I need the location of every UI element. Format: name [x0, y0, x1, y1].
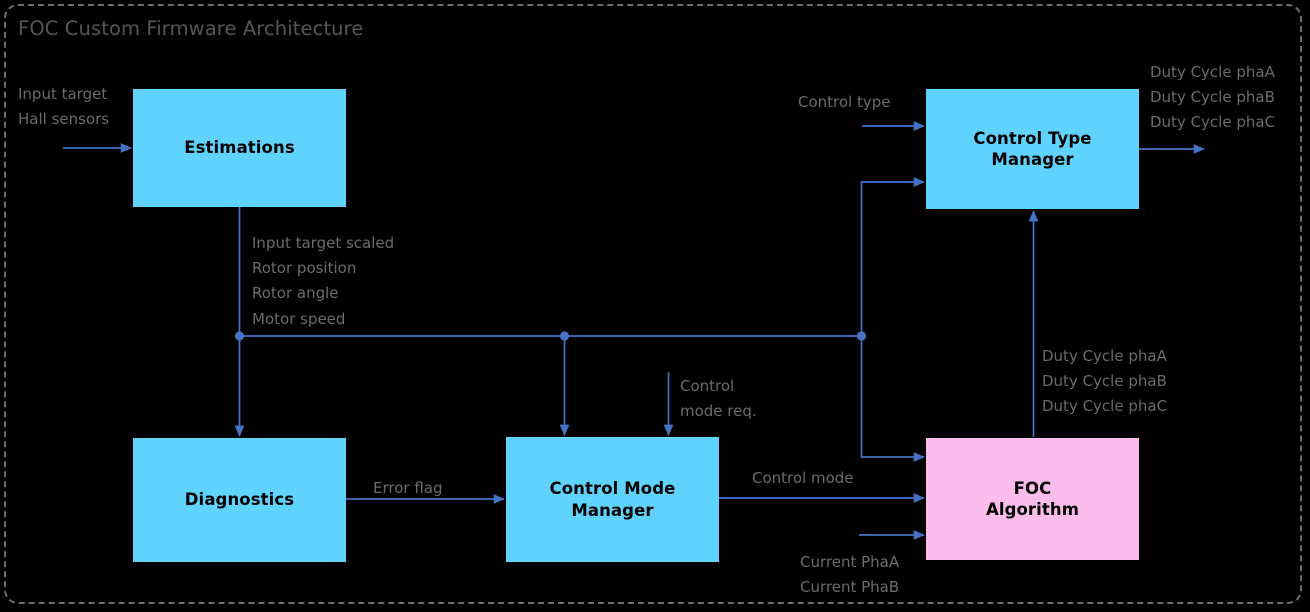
label-current-phases: Current PhaA Current PhaB — [800, 553, 900, 597]
junction-diagnostics — [234, 331, 245, 341]
label-control-mode-req: Control mode req. — [680, 377, 757, 421]
block-diagnostics[interactable]: Diagnostics — [133, 438, 346, 562]
conn-bus-to-foc-algorithm — [860, 336, 925, 462]
block-control-mode-manager-label: Control Mode Manager — [549, 479, 676, 520]
label-error-flag: Error flag — [373, 479, 443, 497]
block-foc-algorithm[interactable]: FOC Algorithm — [926, 438, 1139, 560]
label-duty-cycle-out: Duty Cycle phaA Duty Cycle phaB Duty Cyc… — [1150, 63, 1276, 132]
block-estimations[interactable]: Estimations — [133, 89, 346, 207]
block-control-mode-manager[interactable]: Control Mode Manager — [506, 437, 719, 562]
junction-right — [856, 331, 867, 341]
label-control-type-in: Control type — [798, 93, 891, 111]
junction-cmm — [559, 331, 570, 341]
page-title: FOC Custom Firmware Architecture — [18, 17, 364, 40]
label-estimation-outputs: Input target scaled Rotor position Rotor… — [252, 234, 395, 328]
conn-bus-to-control-type-manager — [860, 177, 925, 336]
block-diagnostics-label: Diagnostics — [184, 490, 295, 510]
label-input-target-hall: Input target Hall sensors — [18, 85, 110, 129]
label-control-mode: Control mode — [752, 469, 854, 487]
block-control-type-manager[interactable]: Control Type Manager — [926, 89, 1139, 209]
block-foc-algorithm-label: FOC Algorithm — [985, 478, 1080, 519]
block-estimations-label: Estimations — [184, 138, 295, 158]
block-control-type-manager-label: Control Type Manager — [973, 128, 1092, 169]
junction-dots — [234, 331, 867, 341]
label-duty-cycle-feedback: Duty Cycle phaA Duty Cycle phaB Duty Cyc… — [1042, 347, 1168, 416]
